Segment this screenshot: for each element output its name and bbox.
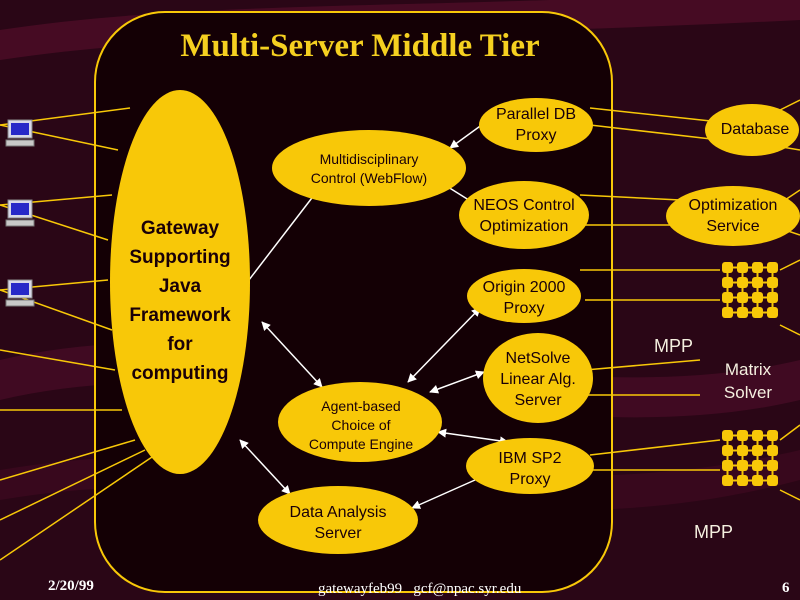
node-line: NEOS Control [473, 197, 575, 214]
mpp-grid-icon [722, 430, 778, 486]
node-line: Proxy [515, 127, 557, 144]
node-line: Optimization [688, 197, 778, 214]
footer-center: gatewayfeb99 gcf@npac.syr.edu [318, 581, 522, 597]
agent-based-choice-label: Agent-based Choice of Compute Engine [290, 397, 432, 454]
node-line: Control (WebFlow) [310, 170, 428, 186]
gateway-line: Gateway [140, 218, 220, 239]
node-line: Multidisciplinary [319, 151, 419, 167]
ibm-sp2-proxy-label: IBM SP2 Proxy [476, 448, 584, 490]
node-line: Proxy [509, 471, 551, 488]
arrow-agent-ibm [437, 428, 509, 446]
netsolve-server-node[interactable] [483, 333, 593, 423]
origin-2000-proxy-node[interactable] [467, 269, 581, 323]
gateway-line: for [167, 334, 193, 355]
node-line: Server [514, 392, 562, 409]
gateway-node[interactable] [110, 90, 250, 474]
arrow-agent-netsolve [429, 370, 485, 394]
gateway-line: Supporting [129, 247, 231, 268]
parallel-db-proxy-node[interactable] [479, 98, 593, 152]
database-node[interactable] [705, 104, 799, 156]
neos-control-label: NEOS Control Optimization [460, 195, 588, 237]
multidisciplinary-control-node[interactable] [272, 130, 466, 206]
node-line: Server [314, 525, 362, 542]
node-line: Database [720, 121, 790, 138]
gateway-label: Gateway Supporting Java Framework for co… [112, 214, 248, 388]
node-line: Service [706, 218, 760, 235]
footer-date: 2/20/99 [48, 578, 94, 594]
optimization-service-label: Optimization Service [670, 195, 796, 237]
arrow-agent-origin [407, 307, 481, 383]
mpp-label: MPP [694, 522, 734, 542]
multidisciplinary-control-label: Multidisciplinary Control (WebFlow) [280, 150, 458, 188]
computer-icon [5, 199, 35, 227]
neos-control-node[interactable] [459, 181, 589, 249]
database-label: Database [710, 121, 800, 139]
node-line: Proxy [503, 300, 545, 317]
gateway-line: Java [158, 276, 202, 297]
node-line: Optimization [479, 218, 569, 235]
agent-based-choice-node[interactable] [278, 382, 442, 462]
data-analysis-server-label: Data Analysis Server [268, 502, 408, 544]
optimization-service-node[interactable] [666, 186, 800, 246]
netsolve-server-label: NetSolve Linear Alg. Server [484, 348, 592, 411]
origin-2000-proxy-label: Origin 2000 Proxy [470, 277, 578, 319]
mpp-label: MPP [654, 336, 694, 356]
node-line: Choice of [331, 417, 391, 433]
node-line: Data Analysis [289, 504, 387, 521]
node-line: Parallel DB [495, 106, 577, 123]
matrix-solver-label: Matrix Solver [708, 358, 788, 404]
data-analysis-server-node[interactable] [258, 486, 418, 554]
arrow-gateway-agent [261, 321, 323, 388]
mpp-grid-icon [722, 262, 778, 318]
arrow-gateway-data-analysis [239, 439, 291, 495]
footer-page-number: 6 [782, 580, 790, 596]
node-line: NetSolve [505, 350, 571, 367]
gateway-line: computing [131, 363, 229, 384]
gateway-line: Framework [129, 305, 231, 326]
node-line: Origin 2000 [482, 279, 566, 296]
parallel-db-proxy-label: Parallel DB Proxy [480, 104, 592, 146]
node-line: Agent-based [321, 398, 401, 414]
node-line: Matrix [724, 360, 772, 379]
node-line: Linear Alg. [500, 371, 576, 388]
node-line: Solver [723, 383, 773, 402]
node-line: IBM SP2 [498, 450, 562, 467]
node-line: Compute Engine [308, 436, 414, 452]
computer-icon [5, 119, 35, 147]
service-lines [579, 99, 800, 501]
computer-icon [5, 279, 35, 307]
ibm-sp2-proxy-node[interactable] [466, 438, 594, 494]
page-title: Multi-Server Middle Tier [180, 28, 540, 64]
